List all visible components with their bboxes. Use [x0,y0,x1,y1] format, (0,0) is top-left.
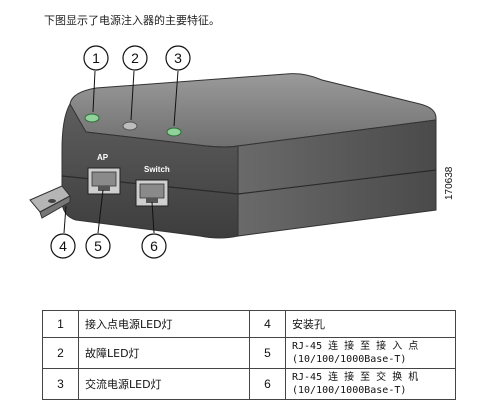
svg-text:5: 5 [94,238,102,254]
table-row: 3 交流电源LED灯 6 RJ-45 连 接 至 交 换 机 (10/100/1… [42,368,456,400]
legend-table: 1 接入点电源LED灯 4 安装孔 2 故障LED灯 5 RJ-45 连 接 至… [42,310,456,400]
ap-rj45-port [87,167,121,195]
mounting-hole-tab [29,185,71,219]
callout-2: 2 [122,45,148,71]
legend-num: 3 [42,368,79,400]
intro-text: 下图显示了电源注入器的主要特征。 [44,14,220,27]
callout-4: 4 [50,233,76,259]
callout-leaders [63,70,179,234]
callout-3: 3 [165,45,191,71]
ap-port-label: AP [97,153,109,162]
legend-desc: RJ-45 连 接 至 交 换 机 (10/100/1000Base-T) [285,368,456,400]
ac-power-led [166,127,182,137]
legend-desc-line: (10/100/1000Base-T) [292,385,407,396]
fault-led [122,121,138,131]
figure-id: 170638 [444,166,455,200]
svg-text:1: 1 [92,50,100,66]
legend-num: 6 [249,368,286,400]
legend-num: 5 [249,337,286,369]
table-row: 1 接入点电源LED灯 4 安装孔 [42,310,456,338]
svg-text:2: 2 [131,50,139,66]
legend-desc-line: RJ-45 连 接 至 接 入 点 [292,341,419,352]
legend-desc: 故障LED灯 [78,337,250,369]
legend-num: 4 [249,310,286,338]
svg-text:3: 3 [174,50,182,66]
injector-body [61,73,437,239]
legend-desc-line: RJ-45 连 接 至 交 换 机 [292,372,419,383]
callout-1: 1 [83,45,109,71]
legend-desc: 安装孔 [285,310,456,338]
callout-6: 6 [141,233,167,259]
svg-text:6: 6 [150,238,158,254]
switch-port-label: Switch [144,165,170,174]
power-injector-figure: AP Switch 1 2 3 4 [29,45,455,259]
legend-desc: RJ-45 连 接 至 接 入 点 (10/100/1000Base-T) [285,337,456,369]
legend-desc-line: (10/100/1000Base-T) [292,354,407,365]
svg-text:4: 4 [59,238,67,254]
legend-desc: 交流电源LED灯 [78,368,250,400]
callout-5: 5 [85,233,111,259]
legend-num: 1 [42,310,79,338]
legend-num: 2 [42,337,79,369]
legend-desc: 接入点电源LED灯 [78,310,250,338]
ap-power-led [84,113,100,123]
table-row: 2 故障LED灯 5 RJ-45 连 接 至 接 入 点 (10/100/100… [42,337,456,369]
